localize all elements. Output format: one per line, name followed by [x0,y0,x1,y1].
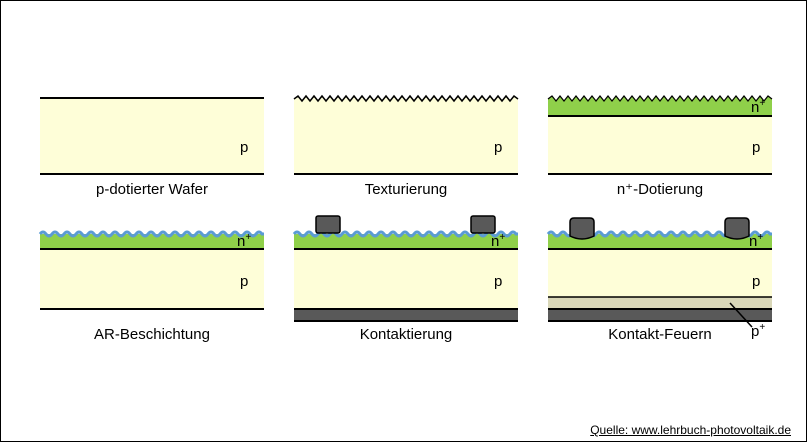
wafer-body [40,98,264,174]
step-caption: n⁺-Dotierung [617,181,703,198]
p-label: p [752,139,760,156]
front-contact-left [315,215,341,234]
n-plus-label: n+ [491,232,505,250]
wafer-body [40,249,264,309]
textured-surface [547,95,773,102]
step-caption: p-dotierter Wafer [96,181,208,198]
n-plus-label: n+ [751,98,765,116]
p-label: p [240,139,248,156]
panel-n-doping: n+ p n⁺-Dotierung [547,95,773,198]
step-caption: Texturierung [365,181,448,198]
panel-firing: n+ p p+ Kontakt-Feuern [546,217,772,343]
n-layer [548,234,772,249]
p-plus-label: p+ [751,322,765,340]
step-caption: AR-Beschichtung [94,326,210,343]
wafer-body [294,249,518,309]
p-label: p [752,273,760,290]
wafer-body [548,116,772,174]
fired-contact-right [724,217,750,240]
ar-coating-layer [38,230,264,238]
front-contact-right [470,215,496,234]
n-layer [294,234,518,249]
fired-contact-left [569,217,595,240]
p-label: p [494,273,502,290]
back-contact [294,309,518,321]
bsf-pointer-line [729,302,753,328]
wafer-body [548,249,772,297]
step-caption: Kontaktierung [360,326,453,343]
p-label: p [240,273,248,290]
panel-wafer: p p-dotierter Wafer [40,97,264,198]
back-contact [548,309,772,321]
n-plus-label: n+ [237,232,251,250]
step-caption: Kontakt-Feuern [608,326,711,343]
textured-surface [293,94,519,103]
source-link[interactable]: Quelle: www.lehrbuch-photovoltaik.de [590,423,791,437]
n-plus-label: n+ [749,232,763,250]
n-layer [40,234,264,249]
bsf-layer [548,297,772,309]
panel-contacting: n+ p Kontaktierung [292,215,518,343]
panel-ar-coating: n+ p AR-Beschichtung [38,230,264,343]
panel-texturing: p Texturierung [293,94,519,198]
p-label: p [494,139,502,156]
wafer-body [294,96,518,174]
